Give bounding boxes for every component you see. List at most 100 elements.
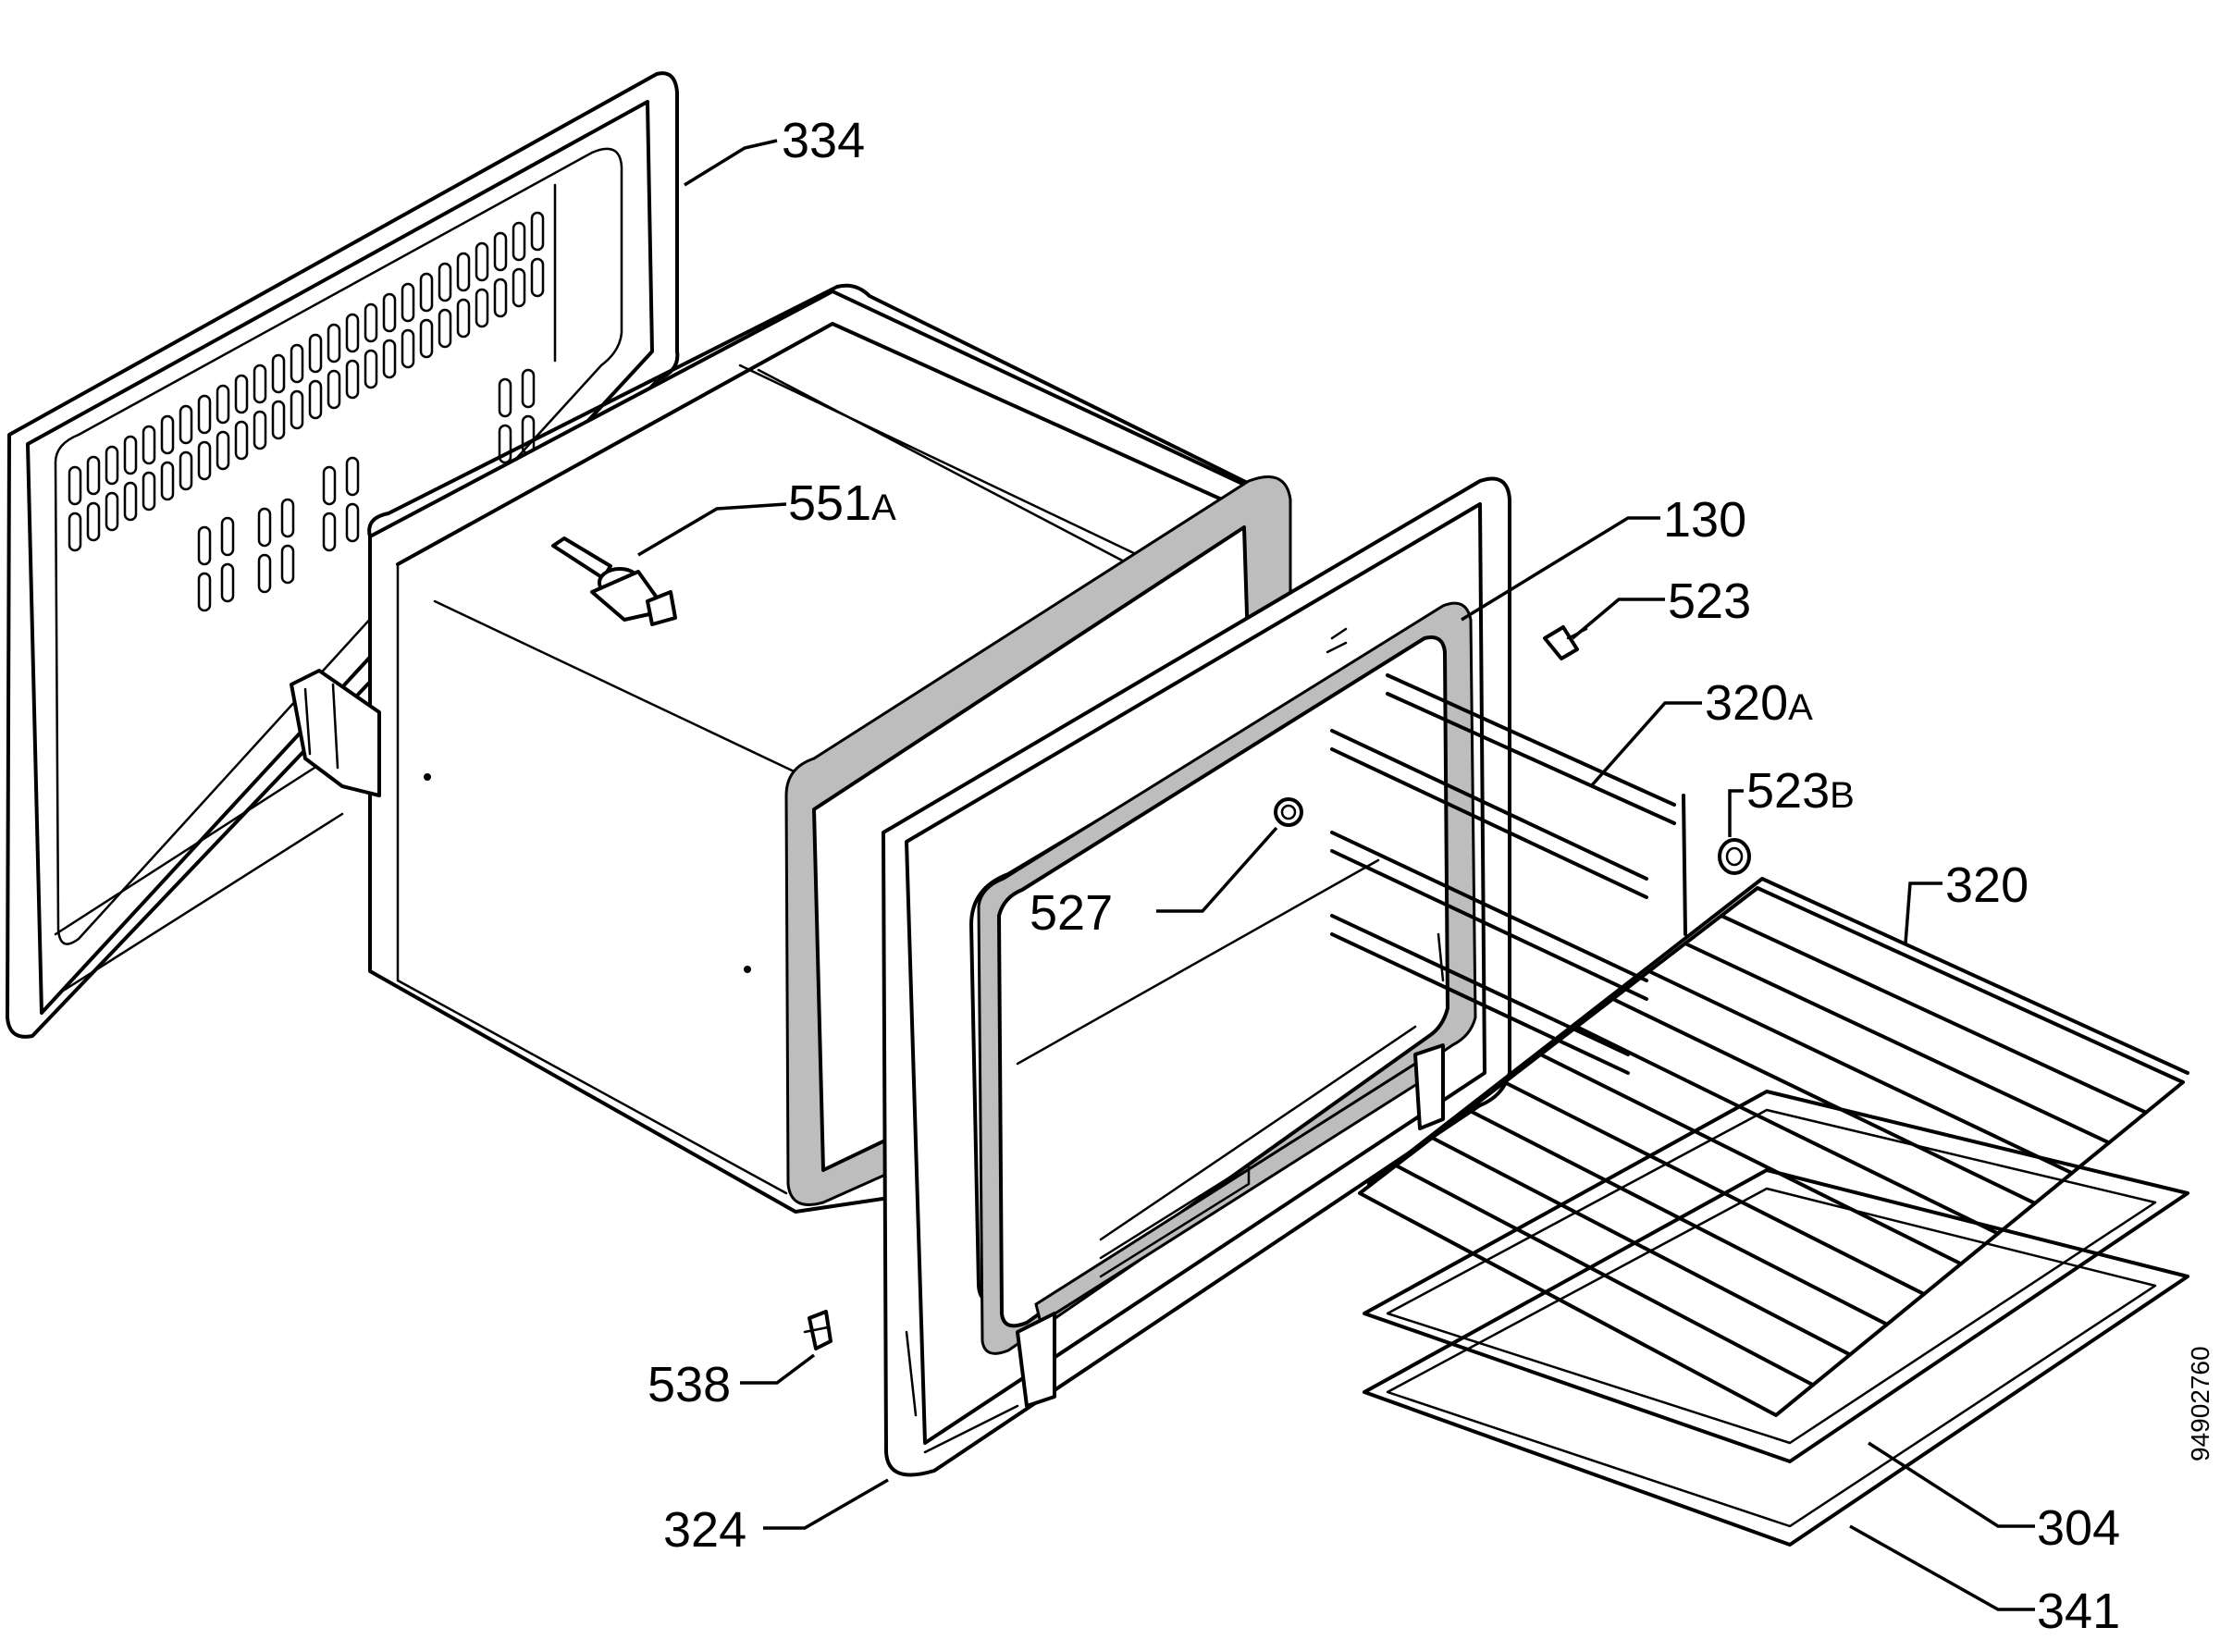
shelf-bar xyxy=(1683,942,2111,1145)
vent-slot xyxy=(493,277,508,318)
label-551A: 551A xyxy=(788,475,896,531)
vent-slot xyxy=(86,455,101,496)
vent-slot xyxy=(179,450,193,491)
vent-slot xyxy=(530,211,545,252)
vent-slot xyxy=(216,430,230,471)
vent-slot xyxy=(123,435,138,475)
shelf-bar xyxy=(1538,1053,1963,1266)
vent-slot xyxy=(475,241,489,282)
leader-lines xyxy=(637,139,2035,1611)
vent-slot xyxy=(142,425,156,465)
vent-slot xyxy=(197,525,212,566)
vent-slot xyxy=(345,456,360,497)
vent-slot xyxy=(179,404,193,445)
vent-slot xyxy=(308,333,323,374)
vent-slot xyxy=(364,349,378,389)
front-frame-324 xyxy=(882,476,1511,1477)
label-130: 130 xyxy=(1663,492,1746,548)
label-523: 523 xyxy=(1668,573,1751,629)
vent-slot xyxy=(271,353,286,394)
vent-slot xyxy=(290,389,304,430)
vent-slot xyxy=(512,267,526,308)
vent-slot xyxy=(475,288,489,328)
vent-slot xyxy=(438,262,452,302)
label-334: 334 xyxy=(782,113,865,168)
label-527: 527 xyxy=(1030,885,1113,941)
vent-slot xyxy=(498,377,512,418)
vent-slot xyxy=(68,512,82,552)
wire-shelf-320 xyxy=(1358,877,2189,1417)
back-panel-334 xyxy=(6,71,680,1039)
label-320: 320 xyxy=(1945,857,2029,913)
vent-slot xyxy=(401,282,415,323)
vent-slot xyxy=(123,481,138,522)
shelf-bars xyxy=(1394,914,2148,1387)
label-538: 538 xyxy=(648,1357,731,1412)
shelf-bar xyxy=(1719,914,2148,1115)
vent-slots xyxy=(68,211,545,612)
vent-slot xyxy=(160,414,175,455)
label-304: 304 xyxy=(2037,1500,2120,1556)
vent-slot xyxy=(253,410,267,450)
vent-slot xyxy=(456,252,471,292)
vent-slot xyxy=(257,553,272,594)
baking-tray-304 xyxy=(1363,1090,2189,1463)
vent-slot xyxy=(234,374,249,414)
vent-slot xyxy=(197,394,212,435)
label-320A: 320A xyxy=(1705,675,1813,731)
vent-slot xyxy=(142,471,156,512)
vent-slot xyxy=(327,323,341,364)
drawing-code: 94902760 xyxy=(2186,1346,2214,1461)
vent-slot xyxy=(290,343,304,384)
vent-slot xyxy=(512,221,526,262)
vent-slot xyxy=(105,491,119,532)
vent-slot xyxy=(220,516,235,557)
vent-slot xyxy=(197,572,212,612)
label-341: 341 xyxy=(2037,1584,2120,1639)
clip-538 xyxy=(803,1310,832,1350)
vent-slot xyxy=(419,318,434,359)
vent-slot xyxy=(345,502,360,543)
vent-slot xyxy=(68,465,82,506)
vent-slot xyxy=(382,292,397,333)
vent-slot xyxy=(345,313,360,353)
vent-slot xyxy=(345,359,360,400)
shelf-bar xyxy=(1502,1080,1926,1297)
vent-slot xyxy=(257,507,272,548)
baking-tray-341 xyxy=(1363,1168,2189,1547)
vent-slot xyxy=(438,308,452,349)
vent-slot xyxy=(401,328,415,369)
vent-slot xyxy=(105,445,119,486)
shelf-bar xyxy=(1646,969,2074,1176)
vent-slot xyxy=(234,420,249,461)
vent-slot xyxy=(322,465,337,506)
vent-slot xyxy=(382,339,397,379)
vent-slot xyxy=(498,424,512,464)
vent-slot xyxy=(216,384,230,425)
vent-slot xyxy=(322,512,337,552)
vent-slot xyxy=(160,461,175,501)
vent-slot xyxy=(364,302,378,343)
vent-slot xyxy=(308,379,323,420)
grommet-523B xyxy=(1718,838,1751,875)
vent-slot xyxy=(327,369,341,410)
shelf-bar xyxy=(1430,1136,1852,1357)
label-523B: 523B xyxy=(1746,763,1855,819)
label-324: 324 xyxy=(663,1502,746,1558)
shelf-bar xyxy=(1610,997,2037,1205)
part-labels: 334 551A 130 523 320A 523B 320 527 538 3… xyxy=(648,113,2214,1639)
lamp-holder-551A xyxy=(551,536,677,626)
side-rail-320A xyxy=(1330,673,1687,1075)
vent-slot xyxy=(456,298,471,339)
vent-slot xyxy=(253,364,267,404)
vent-slot xyxy=(493,231,508,272)
vent-slot xyxy=(271,400,286,440)
vent-slot xyxy=(86,501,101,542)
vent-slot xyxy=(419,272,434,313)
vent-slot xyxy=(521,368,536,409)
vent-slot xyxy=(280,498,295,538)
knob-527 xyxy=(1274,797,1303,827)
vent-slot xyxy=(220,562,235,603)
vent-slot xyxy=(280,544,295,585)
